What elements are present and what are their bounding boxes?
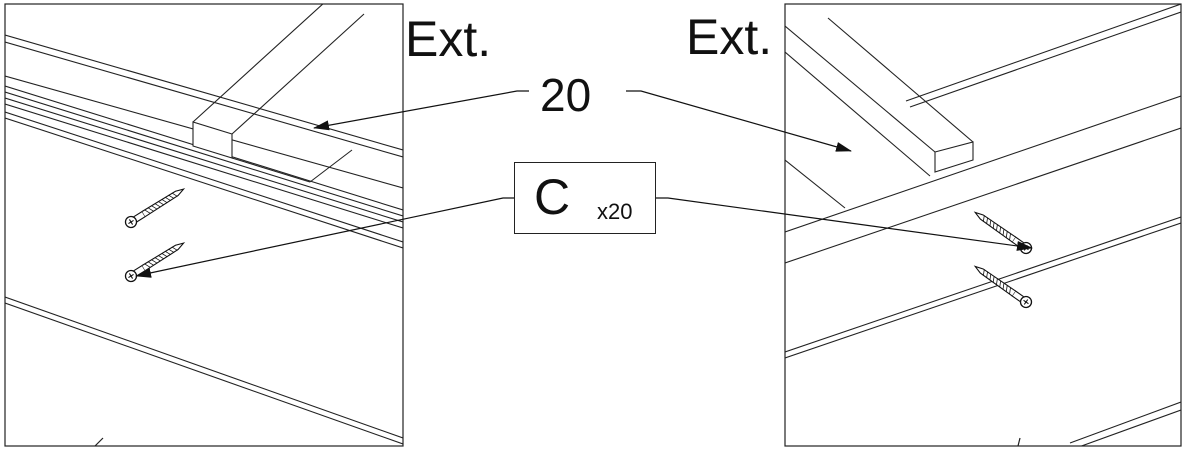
part-callout-box — [514, 162, 656, 234]
leader-arrow-left — [313, 90, 529, 131]
exterior-label-left: Ext. — [405, 11, 492, 67]
part-letter: C — [534, 169, 571, 225]
part-leader-arrow-left — [135, 197, 514, 278]
left-detail-panel — [4, 3, 404, 447]
part-leaders — [135, 197, 1033, 278]
leader-arrow-right — [626, 90, 852, 152]
right-detail-panel — [784, 3, 1182, 447]
exterior-label-right: Ext. — [686, 9, 773, 65]
part-count: x20 — [597, 199, 633, 224]
quantity-leaders — [313, 90, 852, 152]
quantity-label: 20 — [540, 69, 592, 121]
part-leader-arrow-right — [656, 197, 1033, 251]
